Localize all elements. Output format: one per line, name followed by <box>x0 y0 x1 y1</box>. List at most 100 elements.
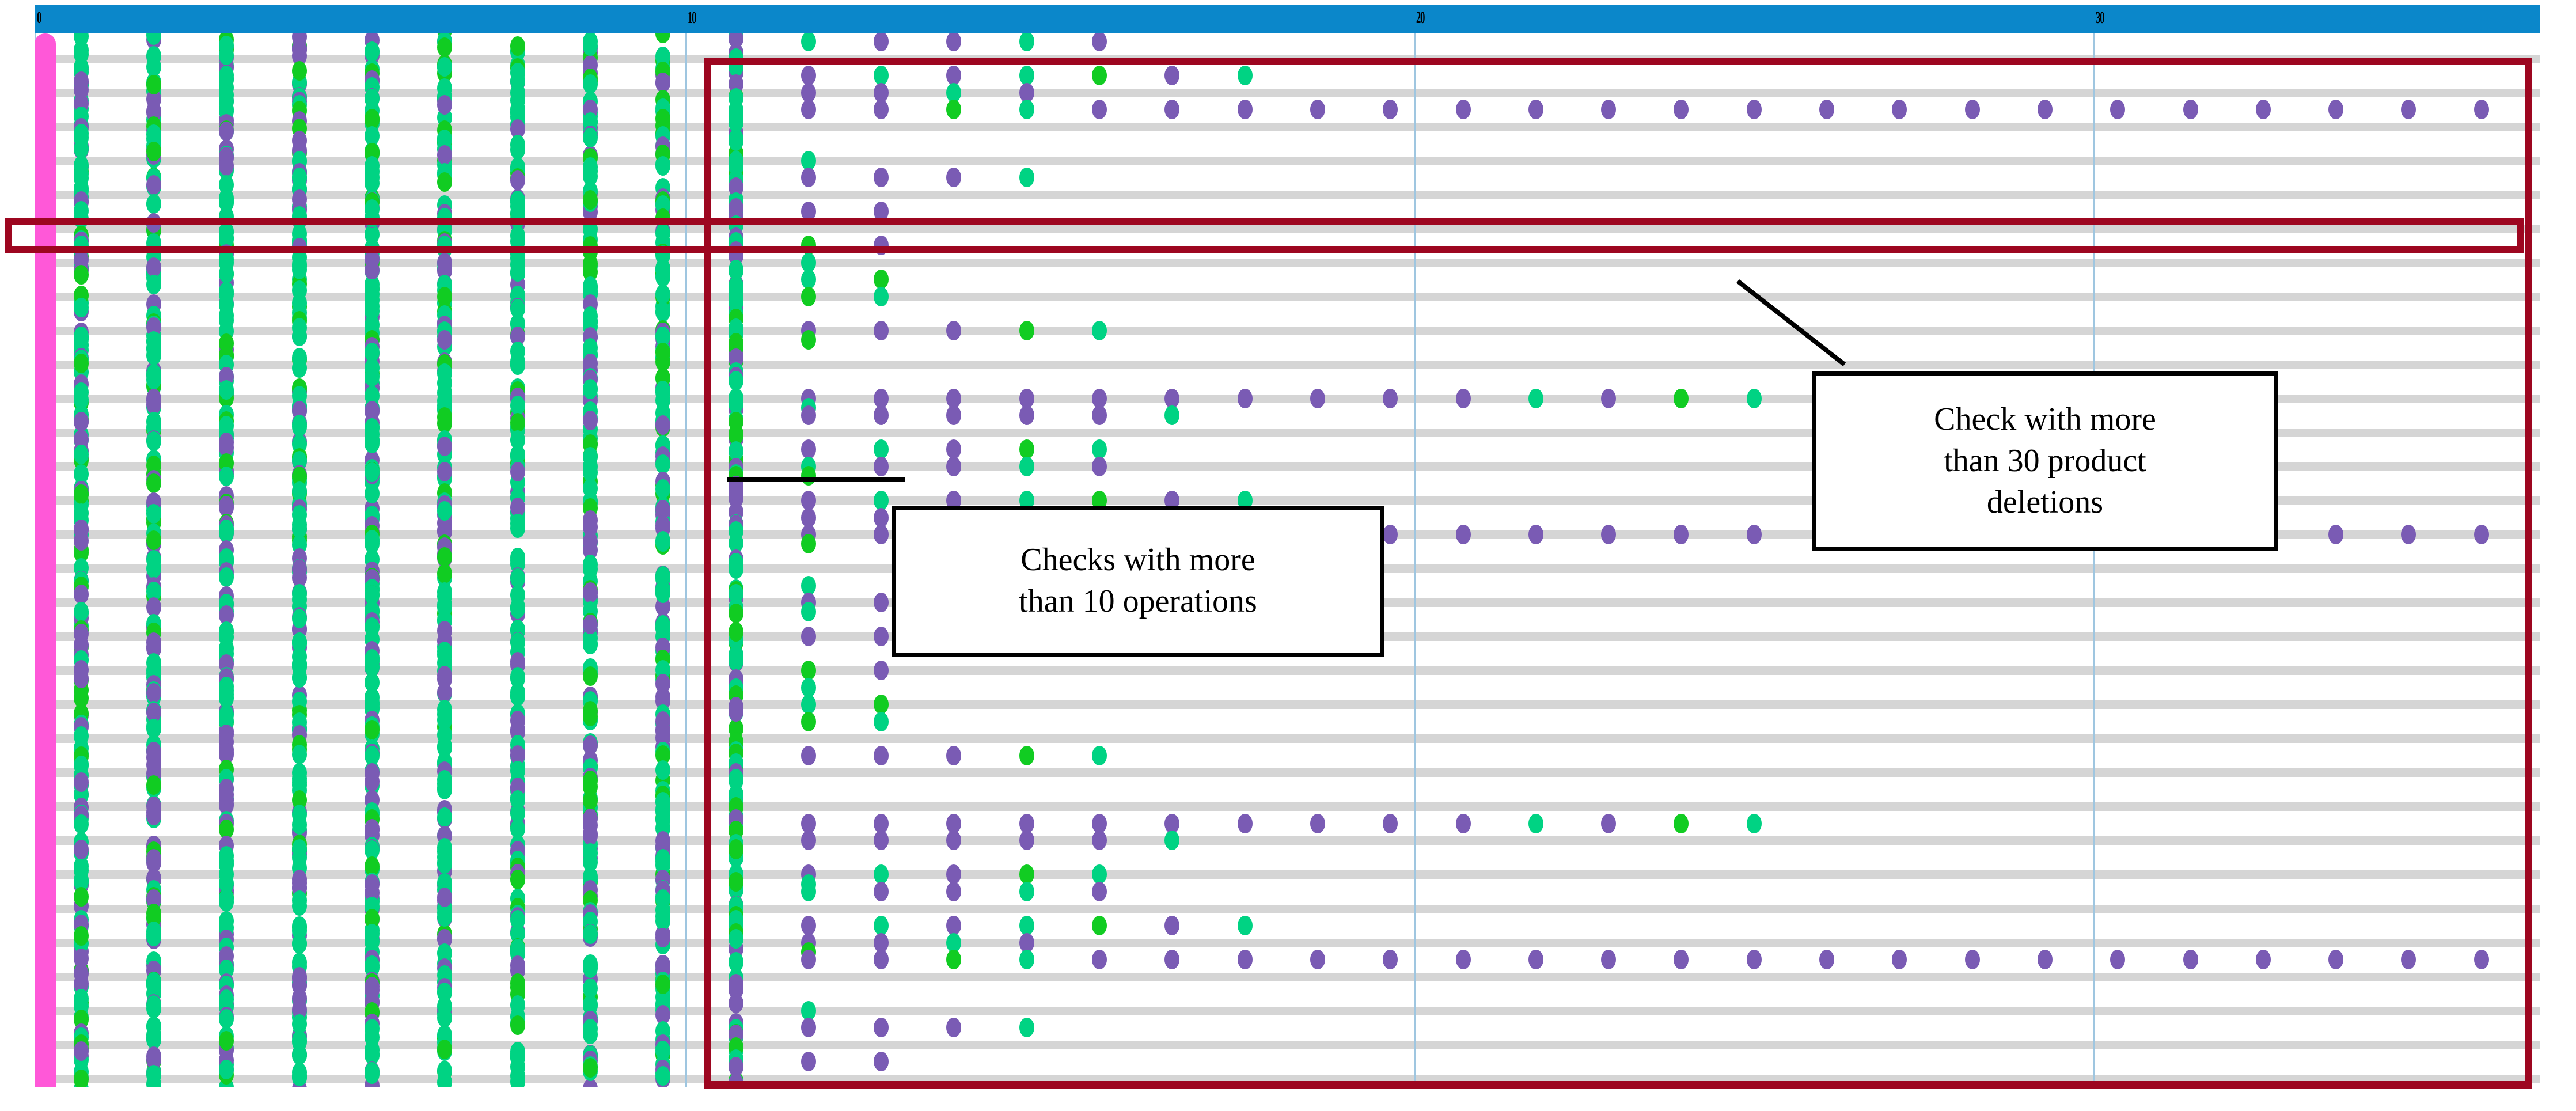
data-point[interactable] <box>655 284 671 304</box>
data-point[interactable] <box>510 513 525 533</box>
data-point[interactable] <box>365 649 380 669</box>
data-point[interactable] <box>365 88 380 108</box>
data-point[interactable] <box>291 347 307 367</box>
data-point[interactable] <box>582 74 598 94</box>
data-point[interactable] <box>73 839 89 859</box>
data-point[interactable] <box>874 82 889 103</box>
data-point[interactable] <box>510 870 525 890</box>
data-point[interactable] <box>146 503 162 524</box>
data-point[interactable] <box>946 82 962 103</box>
data-point[interactable] <box>146 74 162 94</box>
data-point[interactable] <box>291 293 307 313</box>
data-point[interactable] <box>146 370 162 390</box>
data-point[interactable] <box>2037 100 2053 120</box>
data-point[interactable] <box>73 264 89 285</box>
data-point[interactable] <box>874 320 889 340</box>
data-point[interactable] <box>510 461 525 481</box>
data-point[interactable] <box>73 602 89 622</box>
data-point[interactable] <box>365 156 380 176</box>
data-point[interactable] <box>582 666 598 687</box>
data-point[interactable] <box>1528 100 1543 120</box>
data-point[interactable] <box>801 33 816 51</box>
data-point[interactable] <box>146 431 162 451</box>
data-point[interactable] <box>73 926 89 946</box>
data-point[interactable] <box>1674 100 1689 120</box>
data-point[interactable] <box>219 45 234 65</box>
data-point[interactable] <box>437 37 453 58</box>
data-point[interactable] <box>510 1015 525 1036</box>
data-point[interactable] <box>1746 100 1762 120</box>
data-point[interactable] <box>655 974 671 994</box>
data-point[interactable] <box>510 353 525 373</box>
data-point[interactable] <box>582 276 598 296</box>
data-point[interactable] <box>73 200 89 221</box>
data-point[interactable] <box>510 568 525 589</box>
data-point[interactable] <box>655 33 671 43</box>
data-point[interactable] <box>365 1027 380 1048</box>
data-point[interactable] <box>874 168 889 188</box>
data-point[interactable] <box>874 100 889 120</box>
data-point[interactable] <box>801 150 816 170</box>
data-point[interactable] <box>437 887 453 907</box>
data-point[interactable] <box>365 617 380 638</box>
data-point[interactable] <box>73 412 89 432</box>
data-point[interactable] <box>146 473 162 493</box>
data-point[interactable] <box>291 896 307 916</box>
data-point[interactable] <box>582 1025 598 1045</box>
data-point[interactable] <box>146 142 162 162</box>
data-point[interactable] <box>365 923 380 943</box>
data-point[interactable] <box>219 892 234 912</box>
data-point[interactable] <box>801 168 816 188</box>
data-point[interactable] <box>582 706 598 726</box>
data-point[interactable] <box>582 36 598 56</box>
data-point[interactable] <box>365 462 380 482</box>
data-point[interactable] <box>291 745 307 765</box>
data-point[interactable] <box>291 189 307 209</box>
data-point[interactable] <box>582 190 598 210</box>
data-point[interactable] <box>1019 320 1034 340</box>
data-point[interactable] <box>582 634 598 654</box>
data-point[interactable] <box>2328 100 2344 120</box>
data-point[interactable] <box>510 36 525 56</box>
data-point[interactable] <box>73 297 89 317</box>
data-point[interactable] <box>1164 66 1180 86</box>
data-point[interactable] <box>219 567 234 587</box>
data-point[interactable] <box>146 559 162 579</box>
data-point[interactable] <box>655 156 671 176</box>
data-point[interactable] <box>946 168 962 188</box>
data-point[interactable] <box>1383 100 1398 120</box>
data-point[interactable] <box>1601 100 1617 120</box>
data-point[interactable] <box>655 343 671 363</box>
data-point[interactable] <box>365 126 380 146</box>
data-point[interactable] <box>365 342 380 362</box>
data-point[interactable] <box>365 434 380 454</box>
data-point[interactable] <box>655 580 671 600</box>
data-point[interactable] <box>291 326 307 346</box>
data-point[interactable] <box>2473 100 2489 120</box>
data-point[interactable] <box>437 172 453 192</box>
data-point[interactable] <box>146 175 162 195</box>
data-point[interactable] <box>655 479 671 499</box>
data-point[interactable] <box>510 395 525 415</box>
data-point[interactable] <box>437 57 453 77</box>
data-point[interactable] <box>219 192 234 212</box>
data-point[interactable] <box>582 582 598 602</box>
data-point[interactable] <box>582 770 598 790</box>
data-point[interactable] <box>874 286 889 306</box>
data-point[interactable] <box>365 301 380 321</box>
data-point[interactable] <box>582 411 598 431</box>
data-point[interactable] <box>73 139 89 159</box>
data-point[interactable] <box>437 95 453 115</box>
data-point[interactable] <box>73 444 89 464</box>
data-point[interactable] <box>291 1067 307 1087</box>
data-point[interactable] <box>291 609 307 629</box>
data-point[interactable] <box>73 668 89 688</box>
data-point[interactable] <box>728 292 743 312</box>
data-point[interactable] <box>1892 100 1907 120</box>
data-point[interactable] <box>219 264 234 284</box>
data-point[interactable] <box>1964 100 1980 120</box>
data-point[interactable] <box>1092 66 1107 86</box>
data-point[interactable] <box>510 1072 525 1087</box>
data-point[interactable] <box>510 82 525 103</box>
data-point[interactable] <box>291 933 307 953</box>
